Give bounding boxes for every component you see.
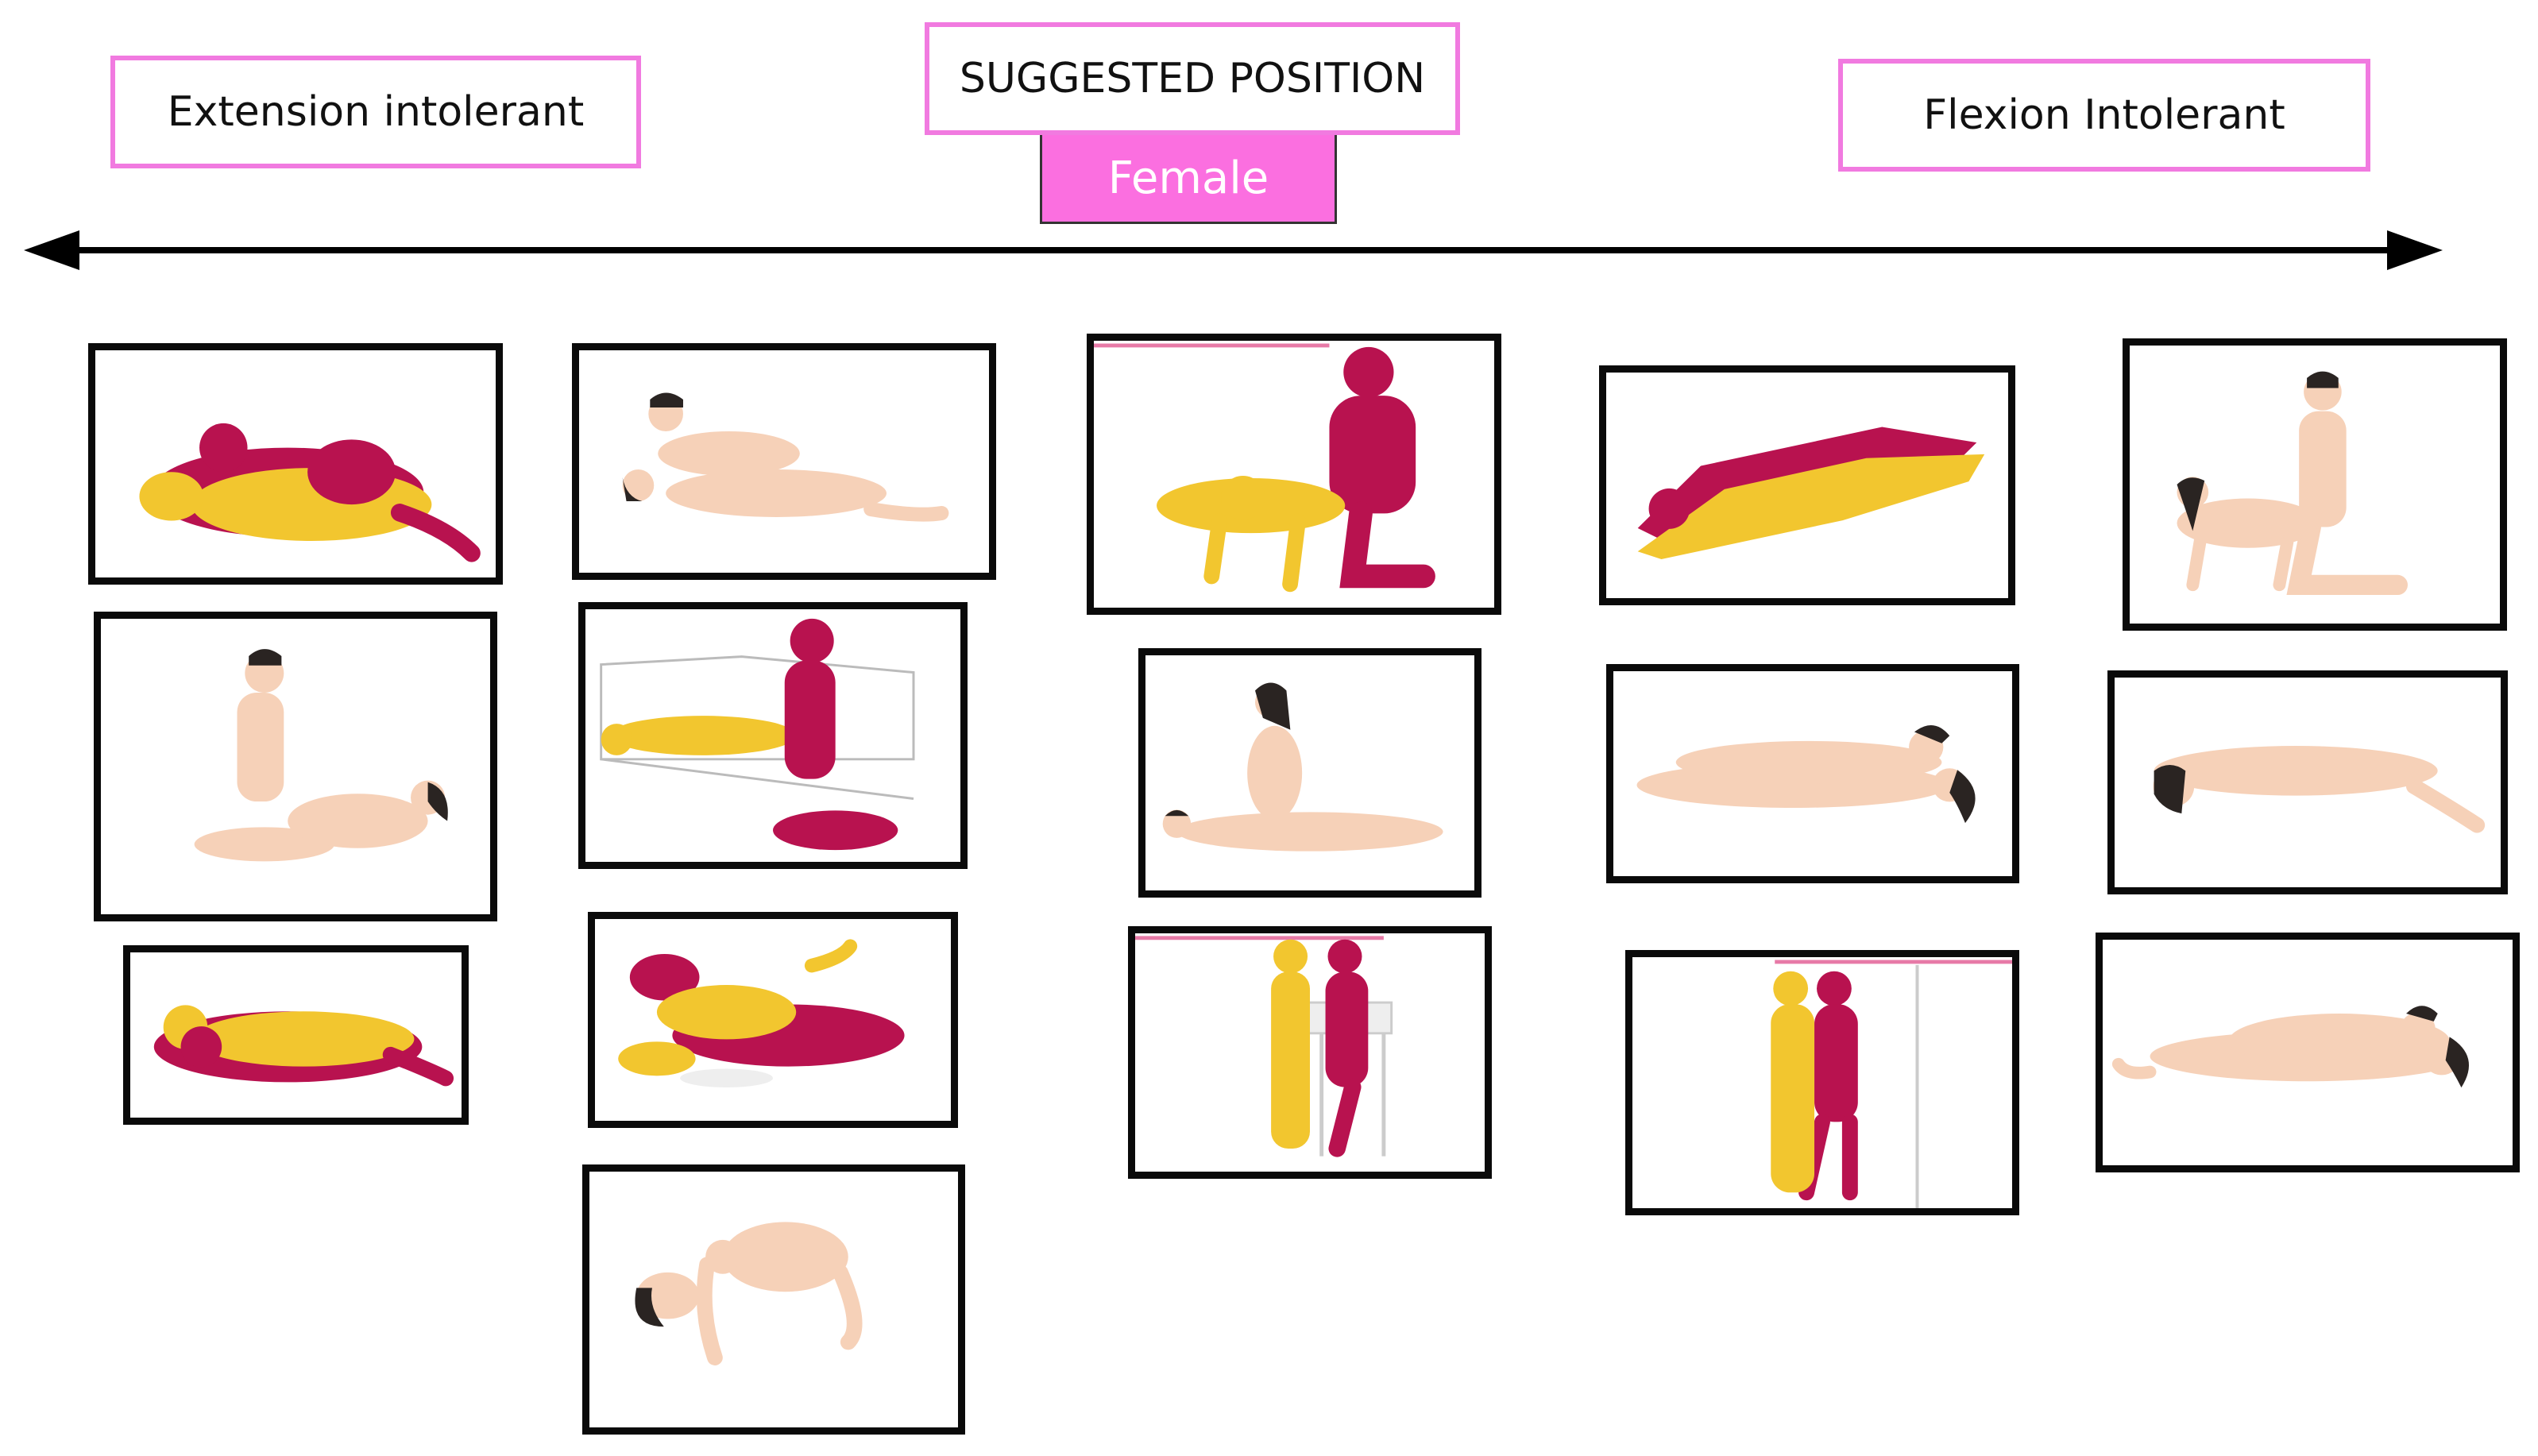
position-card (588, 912, 958, 1128)
flexion-intolerant-label: Flexion Intolerant (1838, 59, 2370, 172)
spectrum-arrow (24, 230, 2443, 270)
position-card (2123, 338, 2507, 631)
position-card (1128, 926, 1492, 1179)
position-card (2096, 933, 2520, 1172)
position-card (582, 1164, 965, 1435)
suggested-position-title: SUGGESTED POSITION (925, 22, 1460, 135)
arrow-left-head-icon (24, 230, 79, 270)
position-card (578, 602, 968, 869)
position-card (2107, 670, 2508, 894)
extension-intolerant-label: Extension intolerant (110, 56, 641, 168)
position-card (1625, 950, 2019, 1215)
position-card (572, 343, 996, 580)
position-card (1138, 648, 1481, 898)
arrow-right-head-icon (2387, 230, 2443, 270)
position-card (88, 343, 503, 585)
female-tag: Female (1040, 135, 1337, 224)
position-card (1087, 334, 1501, 615)
position-card (94, 612, 497, 921)
position-card (123, 945, 469, 1125)
position-card (1599, 365, 2015, 605)
position-card (1606, 664, 2019, 883)
